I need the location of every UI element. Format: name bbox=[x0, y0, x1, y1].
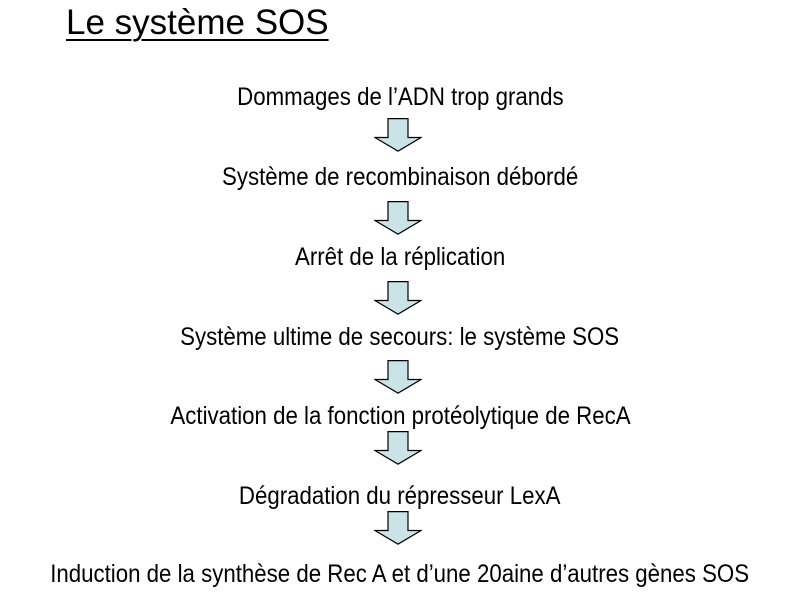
flow-step-7-label: Induction de la synthèse de Rec A et d’u… bbox=[50, 560, 750, 588]
flow-step-3-label: Arrêt de la réplication bbox=[294, 243, 506, 271]
flow-step-6: Dégradation du répresseur LexA bbox=[0, 481, 800, 511]
flow-step-3: Arrêt de la réplication bbox=[0, 242, 800, 272]
down-arrow-icon bbox=[374, 201, 422, 235]
flow-step-2-label: Système de recombinaison débordé bbox=[221, 163, 579, 191]
flow-step-6-label: Dégradation du répresseur LexA bbox=[239, 482, 561, 510]
down-arrow-icon bbox=[374, 281, 422, 315]
flow-step-2: Système de recombinaison débordé bbox=[0, 162, 800, 192]
flow-step-1: Dommages de l’ADN trop grands bbox=[0, 82, 800, 112]
flow-step-5: Activation de la fonction protéolytique … bbox=[0, 401, 800, 431]
down-arrow-icon bbox=[374, 431, 422, 465]
down-arrow-icon bbox=[374, 511, 422, 545]
flow-step-7: Induction de la synthèse de Rec A et d’u… bbox=[0, 559, 800, 589]
down-arrow-icon bbox=[374, 118, 422, 152]
flow-step-5-label: Activation de la fonction protéolytique … bbox=[169, 402, 631, 430]
flow-step-4: Système ultime de secours: le système SO… bbox=[0, 322, 800, 352]
down-arrow-icon bbox=[374, 360, 422, 394]
flow-step-1-label: Dommages de l’ADN trop grands bbox=[236, 83, 564, 111]
slide-title: Le système SOS bbox=[66, 3, 329, 42]
flow-step-4-label: Système ultime de secours: le système SO… bbox=[180, 323, 620, 351]
